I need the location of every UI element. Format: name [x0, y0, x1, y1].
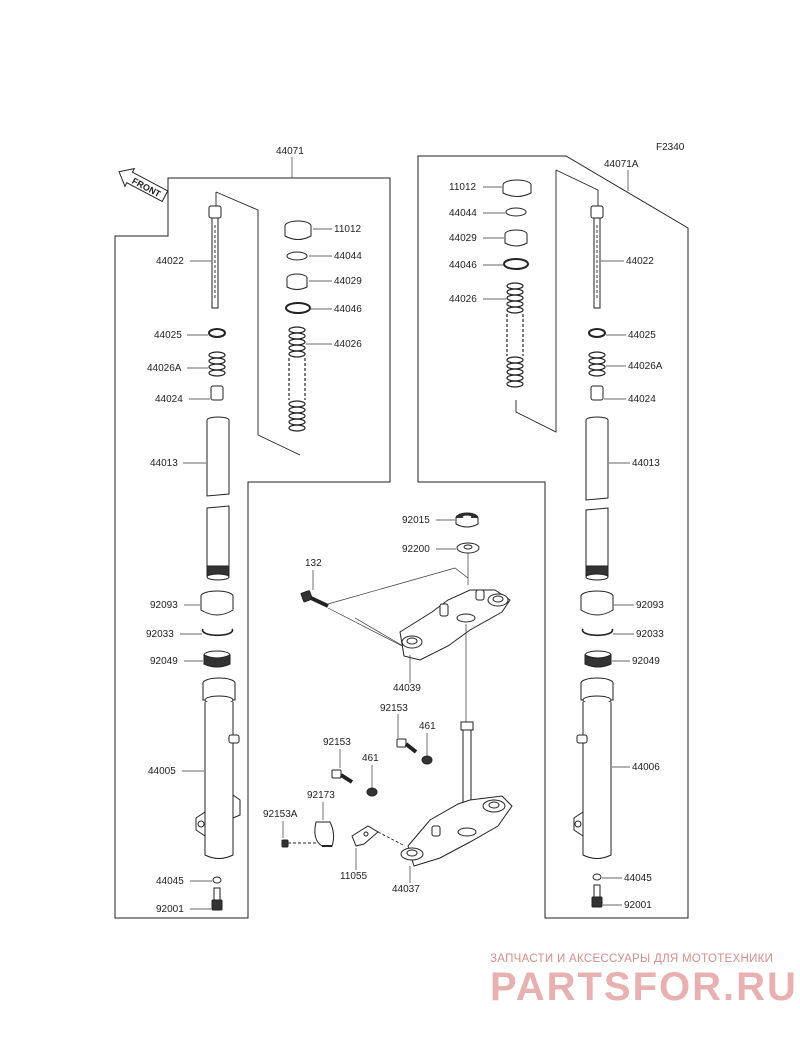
watermark-tagline: ЗАПЧАСТИ И АКСЕССУАРЫ ДЛЯ МОТОТЕХНИКИ	[490, 953, 773, 965]
screw-92153a	[281, 839, 318, 848]
inner-tube-44013-right	[585, 416, 609, 581]
callout-92049-right: 92049	[632, 656, 660, 667]
callout-44022-left: 44022	[156, 256, 184, 267]
front-arrow-icon: FRONT	[118, 167, 169, 203]
callout-461-upper: 461	[419, 721, 436, 732]
ring-44044-left	[286, 251, 308, 261]
bolt-92153-upper	[396, 738, 418, 754]
bolt-132	[300, 590, 329, 608]
piece-44024-left	[210, 385, 224, 401]
callout-92049-left: 92049	[150, 656, 178, 667]
cap-11012-right	[502, 179, 532, 197]
callout-92173: 92173	[307, 790, 335, 801]
callout-44005-left: 44005	[148, 766, 176, 777]
dust-seal-92093-left	[200, 590, 234, 616]
clip-44025-right	[588, 328, 606, 338]
callout-92153-lower: 92153	[323, 737, 351, 748]
bolt-92001-right	[591, 884, 603, 908]
callout-92001-right: 92001	[624, 900, 652, 911]
watermark: ЗАПЧАСТИ И АКСЕССУАРЫ ДЛЯ МОТОТЕХНИКИ PA…	[490, 953, 798, 1009]
steering-stem-44037	[400, 721, 513, 867]
washer-461-upper	[421, 755, 433, 765]
callout-11012-left: 11012	[334, 224, 362, 235]
callout-92033-left: 92033	[146, 629, 174, 640]
oring-44046-right	[503, 258, 529, 270]
ring-44044-right	[505, 207, 527, 217]
collar-44029-right	[504, 229, 528, 247]
callout-92093-right: 92093	[636, 600, 664, 611]
watermark-logo: PARTSFOR.RU	[490, 965, 798, 1009]
callout-44006-right: 44006	[632, 762, 660, 773]
callout-44029-left: 44029	[334, 276, 362, 287]
callout-44026-right: 44026	[449, 294, 477, 305]
spring-44026-right	[506, 282, 524, 388]
callout-left-assembly: 44071	[276, 146, 304, 157]
bracket-11055	[351, 825, 379, 847]
bolt-92153-lower	[331, 769, 354, 784]
callout-44046-right: 44046	[449, 260, 477, 271]
callout-92033-right: 92033	[636, 629, 664, 640]
right-assembly-frame	[417, 155, 689, 919]
callout-44013-left: 44013	[150, 458, 178, 469]
oil-seal-92049-right	[584, 650, 612, 668]
oring-44046-left	[285, 302, 311, 314]
upper-bracket-44039	[399, 589, 511, 661]
washer-92200	[456, 542, 480, 554]
callout-92093-left: 92093	[150, 600, 178, 611]
callout-44024-left: 44024	[155, 394, 183, 405]
diagram-code: F2340	[656, 142, 685, 153]
callout-92200: 92200	[402, 544, 430, 555]
callout-44024-right: 44024	[628, 394, 656, 405]
callout-11012-right: 11012	[449, 182, 477, 193]
callout-44045-right: 44045	[624, 873, 652, 884]
callout-44046-left: 44046	[334, 304, 362, 315]
callout-92001-left: 92001	[156, 904, 184, 915]
spring-44026a-right	[588, 351, 606, 377]
callout-44026a-left: 44026A	[147, 363, 182, 374]
washer-44045-right	[592, 873, 602, 881]
outer-tube-44005-left	[195, 677, 241, 859]
clip-44025-left	[208, 328, 226, 338]
damper-rod-right	[590, 205, 604, 309]
callout-92153-upper: 92153	[380, 703, 408, 714]
callout-44029-right: 44029	[449, 233, 477, 244]
callout-44022-right: 44022	[626, 256, 654, 267]
oil-seal-92049-left	[203, 650, 231, 668]
outer-tube-44006-right	[573, 677, 614, 859]
inner-tube-44013-left	[206, 416, 230, 581]
left-assembly-frame	[114, 177, 391, 919]
callout-92153A: 92153A	[263, 809, 298, 820]
washer-44045-left	[212, 876, 222, 884]
spring-44026a-left	[208, 351, 226, 377]
callout-44039: 44039	[393, 683, 421, 694]
circlip-92033-left	[201, 628, 234, 637]
clamp-92173	[314, 821, 335, 847]
callout-44044-right: 44044	[449, 208, 477, 219]
callout-44013-right: 44013	[632, 458, 660, 469]
callout-132: 132	[305, 558, 322, 569]
circlip-92033-right	[581, 628, 614, 637]
callout-44025-right: 44025	[628, 330, 656, 341]
piece-44024-right	[590, 385, 604, 401]
callout-44045-left: 44045	[156, 876, 184, 887]
nut-92015	[455, 512, 479, 528]
spring-44026-left	[288, 326, 306, 432]
callout-right-assembly: 44071A	[604, 159, 639, 170]
callout-461-lower: 461	[362, 753, 379, 764]
callout-44044-left: 44044	[334, 251, 362, 262]
callout-44037: 44037	[392, 884, 420, 895]
washer-461-lower	[366, 787, 378, 797]
callout-92015: 92015	[402, 515, 430, 526]
collar-44029-left	[286, 273, 308, 290]
bolt-92001-left	[211, 887, 223, 911]
damper-rod-left	[208, 205, 222, 309]
cap-11012-left	[284, 220, 312, 240]
dust-seal-92093-right	[580, 590, 614, 616]
callout-44025-left: 44025	[154, 330, 182, 341]
callout-44026a-right: 44026A	[628, 361, 663, 372]
callout-44026-left: 44026	[334, 339, 362, 350]
callout-11055: 11055	[340, 871, 368, 882]
